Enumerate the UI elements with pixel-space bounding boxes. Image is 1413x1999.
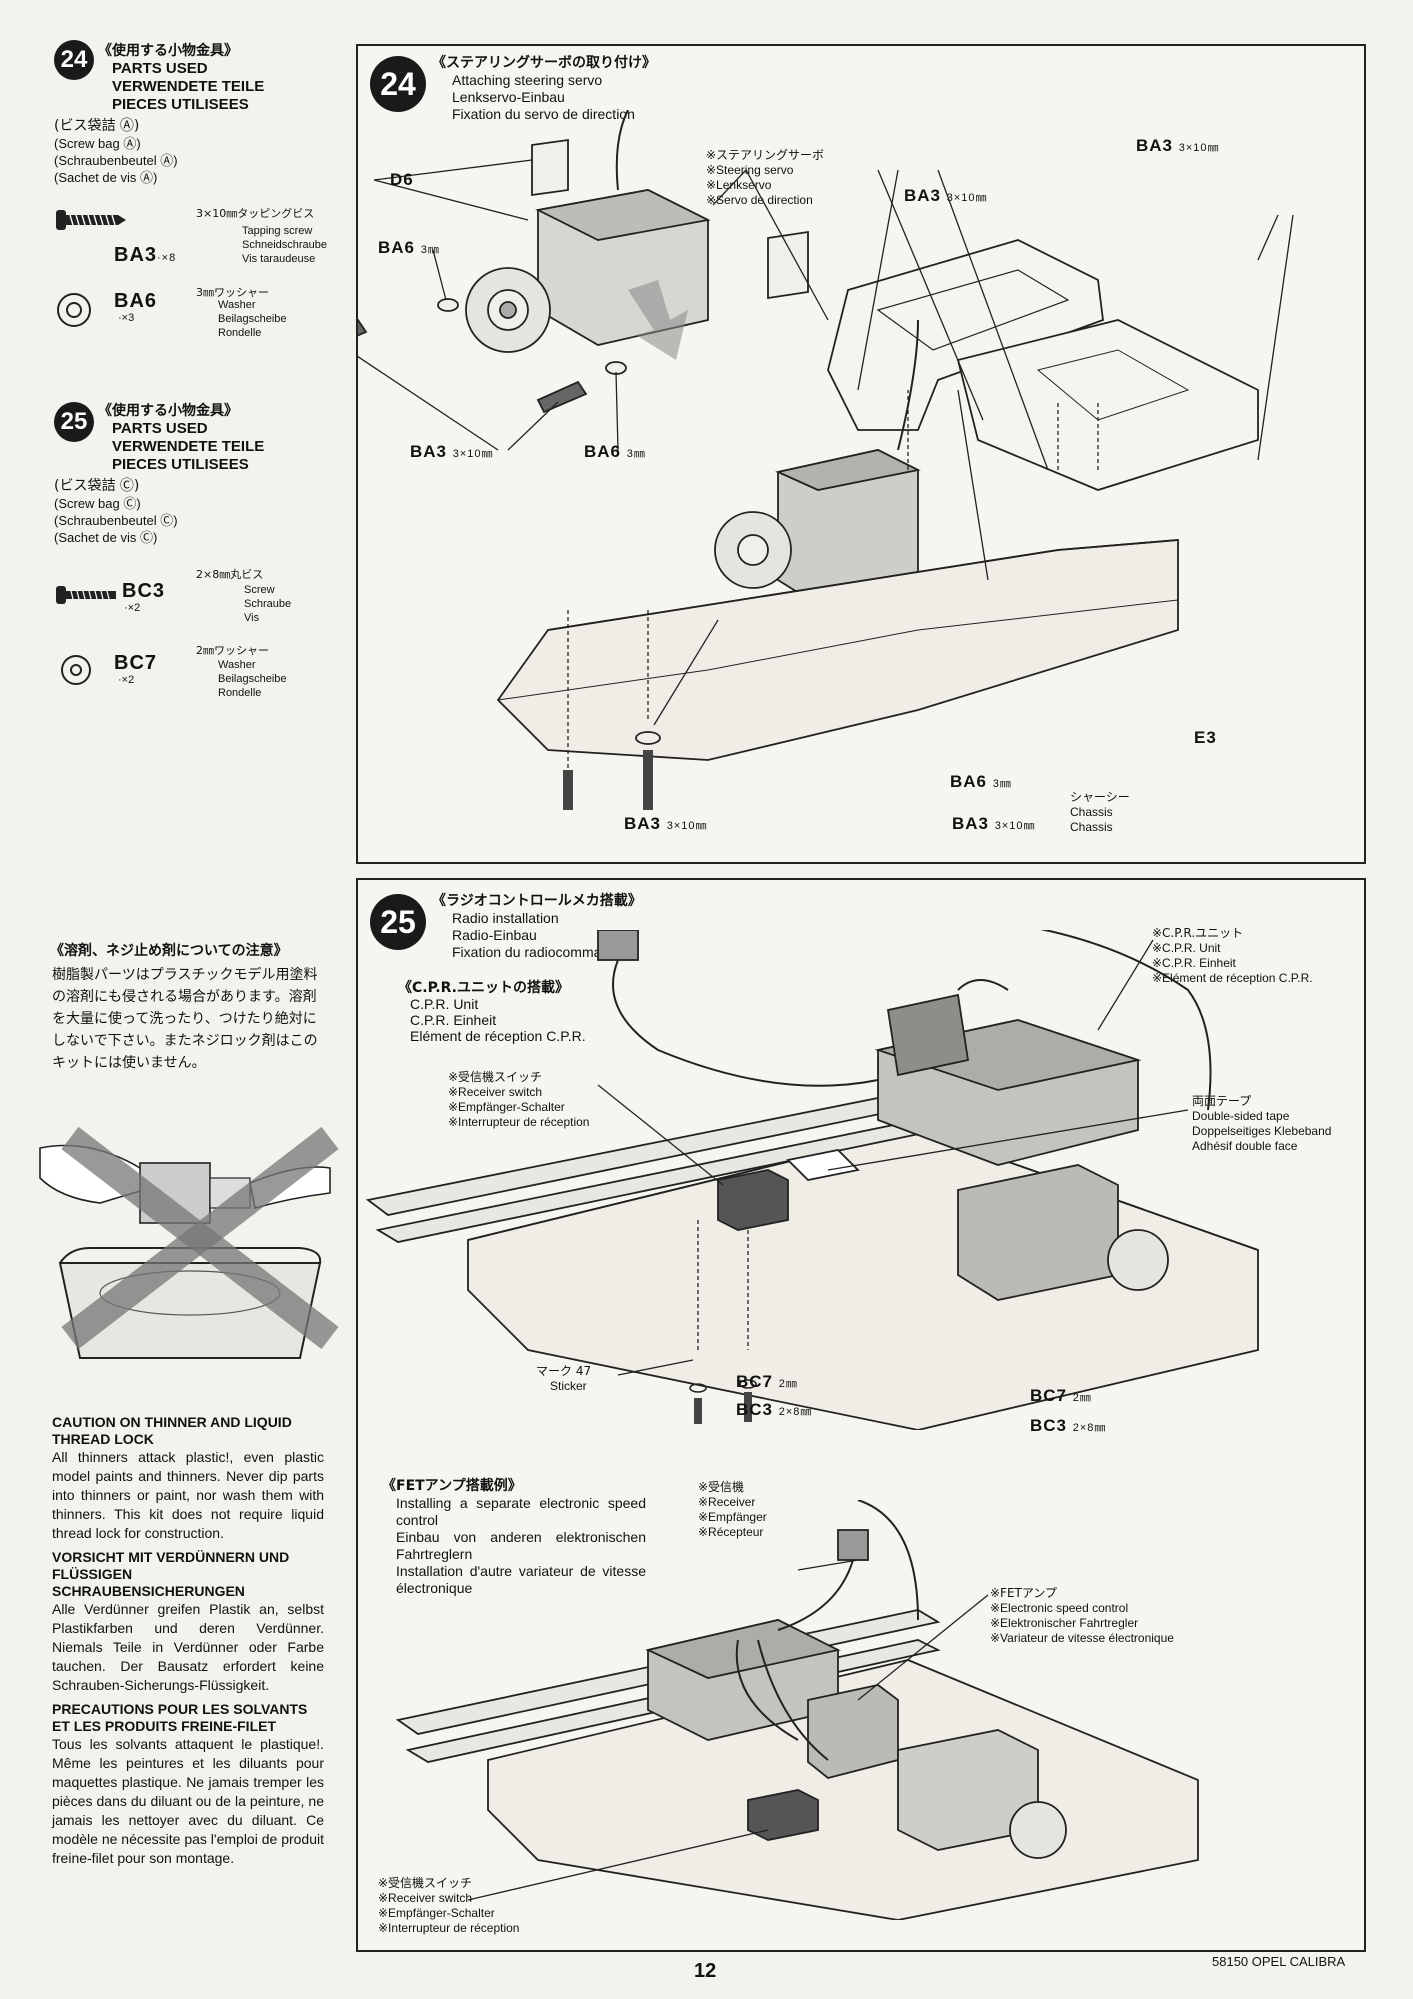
label-ba6-top: BA6 3㎜ — [378, 238, 440, 257]
receiver-switch-note-2: ※受信機スイッチ ※Receiver switch ※Empfänger-Sch… — [378, 1876, 520, 1935]
label-bc3-right: BC3 2×8㎜ — [1030, 1416, 1107, 1435]
label-ba6-mid: BA6 3㎜ — [584, 442, 646, 461]
part-bc3-code: BC3 — [122, 580, 166, 602]
washer-small-icon — [61, 655, 91, 685]
part-bc7-qty: ·×2 — [118, 674, 135, 686]
label-ba3-center: BA3 3×10㎜ — [904, 186, 988, 205]
sticker-47-label: マーク 47 Sticker — [536, 1364, 592, 1393]
label-bc7-right: BC7 2㎜ — [1030, 1386, 1092, 1405]
part-bc7-desc: Washer Beilagscheibe Rondelle — [218, 659, 287, 699]
part-ba6-code: BA6 — [114, 290, 158, 312]
step-25-badge: 25 — [54, 402, 94, 442]
fet-amp-title: 《FETアンプ搭載例》 Installing a separate electr… — [382, 1478, 646, 1596]
label-bc3-left: BC3 2×8㎜ — [736, 1400, 813, 1419]
part-ba6-desc: Washer Beilagscheibe Rondelle — [218, 299, 287, 339]
label-ba3-bottom-left: BA3 3×10㎜ — [624, 814, 708, 833]
label-chassis: シャーシー Chassis Chassis — [1070, 790, 1130, 834]
steering-servo-note: ※ステアリングサーボ ※Steering servo ※Lenkservo ※S… — [706, 148, 825, 207]
part-ba3-code: BA3·×8 — [114, 244, 177, 266]
esc-note: ※FETアンプ ※Electronic speed control ※Elekt… — [990, 1586, 1174, 1645]
step-24-jp-title: 《ステアリングサーボの取り付け》 — [432, 55, 656, 71]
caution-jp-title: 《溶剤、ネジ止め剤についての注意》 — [50, 943, 288, 959]
label-d6: D6 — [390, 170, 414, 189]
screw-icon — [56, 586, 116, 604]
receiver-switch-note: ※受信機スイッチ ※Receiver switch ※Empfänger-Sch… — [448, 1070, 590, 1129]
label-ba3-bottom-right: BA3 3×10㎜ — [952, 814, 1036, 833]
parts-used-heading: PARTS USED VERWENDETE TEILE PIECES UTILI… — [112, 60, 265, 113]
label-ba3-left: BA3 3×10㎜ — [410, 442, 494, 461]
label-ba6-bottom: BA6 3㎜ — [950, 772, 1012, 791]
step-25-big-badge: 25 — [370, 894, 426, 950]
step-25-jp-title: 《ラジオコントロールメカ搭載》 — [432, 893, 642, 909]
cpr-unit-note: ※C.P.R.ユニット ※C.P.R. Unit ※C.P.R. Einheit… — [1152, 926, 1313, 985]
part-bc7-size: 2㎜ワッシャー — [196, 644, 269, 657]
step-24-title: Attaching steering servo Lenkservo-Einba… — [452, 72, 635, 122]
parts-used-jp-title-25: 《使用する小物金具》 — [98, 403, 238, 419]
page-number: 12 — [694, 1960, 717, 1982]
part-bc3-qty: ·×2 — [124, 602, 141, 614]
parts-used-heading-25: PARTS USED VERWENDETE TEILE PIECES UTILI… — [112, 420, 265, 473]
part-bc3-desc: Screw Schraube Vis — [244, 584, 292, 624]
screw-bag-a: (ビス袋詰 Ⓐ) (Screw bag Ⓐ) (Schraubenbeutel … — [54, 118, 178, 185]
step-24-diagram — [358, 110, 1294, 810]
step-25-title: Radio installation Radio-Einbau Fixation… — [452, 910, 625, 960]
kit-name: 58150 OPEL CALIBRA — [1212, 1954, 1346, 1969]
no-thinner-dip-illustration — [39, 1126, 339, 1359]
tapping-screw-icon — [56, 210, 126, 230]
parts-used-jp-title: 《使用する小物金具》 — [98, 43, 238, 59]
part-bc7-code: BC7 — [114, 652, 158, 674]
part-ba3-desc: Tapping screw Schneidschraube Vis taraud… — [242, 225, 328, 265]
cpr-unit-title: 《C.P.R.ユニットの搭載》 C.P.R. Unit C.P.R. Einhe… — [398, 980, 586, 1044]
receiver-note: ※受信機 ※Receiver ※Empfänger ※Récepteur — [698, 1480, 767, 1539]
part-bc3-size: 2×8㎜丸ビス — [196, 568, 264, 581]
label-ba3-right: BA3 3×10㎜ — [1136, 136, 1220, 155]
caution-jp-body: 樹脂製パーツはプラスチックモデル用塗料の溶剤にも侵される場合があります。溶剤を大… — [52, 967, 318, 1071]
part-ba3-size: 3×10㎜タッピングビス — [196, 207, 315, 220]
step-25-diagram — [365, 930, 1259, 1430]
double-sided-tape-note: 両面テープ Double-sided tape Doppelseitiges K… — [1192, 1094, 1332, 1153]
part-ba6-qty: ·×3 — [118, 312, 135, 324]
screw-bag-c: (ビス袋詰 Ⓒ) (Screw bag Ⓒ) (Schraubenbeutel … — [54, 478, 178, 545]
label-e3: E3 — [1194, 728, 1217, 747]
caution-multilingual: CAUTION ON THINNER AND LIQUID THREAD LOC… — [52, 1414, 324, 1866]
washer-icon — [57, 293, 91, 327]
label-bc7-left: BC7 2㎜ — [736, 1372, 798, 1391]
fet-installation-diagram — [395, 1500, 1199, 1920]
part-ba6-size: 3㎜ワッシャー — [196, 286, 269, 299]
step-24-big-badge: 24 — [370, 56, 426, 112]
step-24-badge: 24 — [54, 40, 94, 80]
